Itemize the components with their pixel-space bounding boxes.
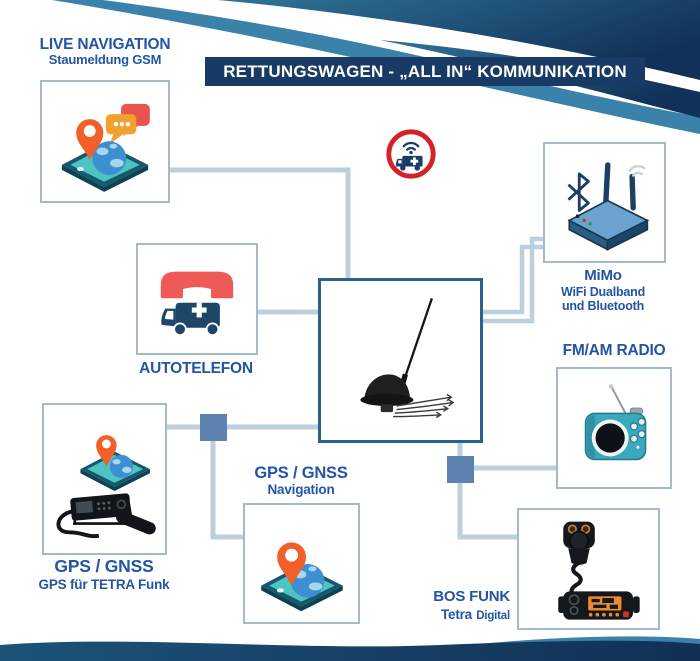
gps-tetra-title: GPS / GNSS	[54, 556, 154, 576]
mimo-subtitle2: und Bluetooth	[561, 298, 645, 313]
roof-antenna-icon	[359, 297, 454, 418]
autotelefon-box	[136, 243, 258, 355]
live-navigation-title: LIVE NAVIGATION	[39, 36, 171, 53]
bos-funk-subtitle: Tetra Digital	[385, 606, 510, 624]
autotelefon-label: AUTOTELEFON	[121, 360, 271, 377]
wire-junction-gpsnav	[210, 441, 243, 540]
gps-tetra-label: GPS / GNSS GPS für TETRA Funk	[0, 556, 208, 592]
title-banner: RETTUNGSWAGEN - „ALL IN“ KOMMUNIKATION	[205, 57, 645, 86]
junction-square-bottom	[447, 456, 474, 483]
tablet-globe-pin-chat-icon	[61, 103, 150, 192]
gps-tetra-box	[42, 403, 167, 555]
bottom-wave-decoration	[0, 636, 700, 661]
bos-funk-box	[517, 508, 660, 630]
mimo-title: MiMo	[584, 267, 622, 284]
fm-am-radio-box	[556, 367, 672, 489]
handset-ambulance-icon	[160, 271, 234, 337]
wire-antenna-mimo-outer	[483, 236, 544, 324]
mimo-subtitle: WiFi Dualband	[560, 284, 646, 299]
gps-navigation-label: GPS / GNSS Navigation	[236, 464, 366, 498]
gps-tetra-subtitle: GPS für TETRA Funk	[38, 576, 170, 592]
live-navigation-subtitle: Staumeldung GSM	[48, 52, 162, 68]
autotelefon-title: AUTOTELEFON	[139, 360, 253, 377]
wire-livenav-antenna	[170, 167, 351, 278]
bos-funk-title: BOS FUNK	[433, 588, 510, 605]
bos-funk-subtitle-tetra: Tetra	[440, 606, 472, 622]
ambulance-wifi-badge-icon	[386, 129, 436, 179]
fm-am-radio-label: FM/AM RADIO	[541, 342, 687, 359]
wifi-router-bluetooth-icon	[566, 161, 649, 251]
title-banner-text: RETTUNGSWAGEN - „ALL IN“ KOMMUNIKATION	[223, 61, 627, 81]
gps-navigation-title: GPS / GNSS	[254, 464, 348, 482]
gps-navigation-subtitle: Navigation	[267, 482, 335, 498]
tetra-digital-radio-icon	[557, 521, 640, 620]
mimo-box	[543, 142, 666, 263]
junction-square-left	[200, 414, 227, 441]
mimo-label: MiMo WiFi Dualband und Bluetooth	[533, 267, 673, 313]
live-navigation-box	[40, 80, 170, 203]
tablet-globe-pin-icon	[260, 541, 343, 611]
ambulance-glyph	[395, 155, 423, 171]
antenna-box	[318, 278, 483, 443]
fm-am-radio-title: FM/AM RADIO	[562, 342, 666, 359]
gps-navigation-box	[243, 503, 360, 624]
live-navigation-label: LIVE NAVIGATION Staumeldung GSM	[5, 36, 205, 68]
retro-radio-icon	[584, 384, 647, 461]
bos-funk-label: BOS FUNK Tetra Digital	[385, 588, 510, 624]
bos-funk-subtitle-digital: Digital	[476, 609, 510, 622]
tablet-pin-tetra-radio-icon	[56, 435, 156, 539]
